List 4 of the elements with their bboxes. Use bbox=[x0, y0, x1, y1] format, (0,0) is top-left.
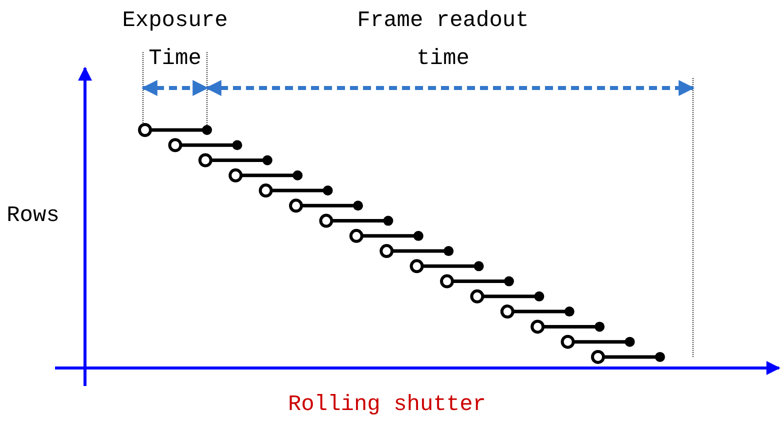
axis-label: Rolling shutter bbox=[286, 391, 488, 419]
dimension-label: Frame readout time bbox=[356, 7, 530, 73]
axis-label: Rows bbox=[6, 202, 60, 230]
dimension-label: Exposure Time bbox=[121, 7, 229, 73]
